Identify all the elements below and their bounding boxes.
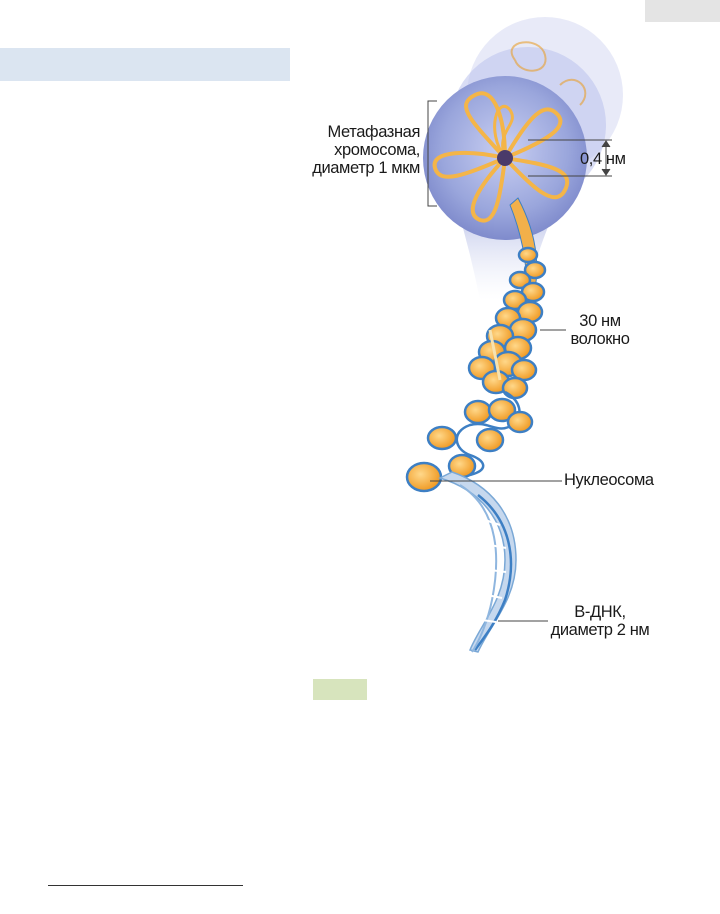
width-measure-marker (528, 139, 612, 177)
chromatin-loops (432, 91, 569, 223)
chromatin-packing-diagram (405, 17, 623, 653)
footnote-rule (48, 885, 243, 886)
page-tab (645, 0, 720, 22)
b-dna-label: B-ДНК, диаметр 2 нм (550, 603, 650, 639)
metaphase-chromosome-label: Метафазная хромосома, диаметр 1 мкм (312, 123, 420, 177)
section-header-band (0, 48, 290, 81)
figure-caption-tag (313, 679, 367, 700)
fiber-30nm-cluster (467, 246, 547, 400)
beads-on-string (405, 390, 534, 493)
chromosome-bracket (427, 100, 437, 207)
b-dna-helix (437, 471, 517, 653)
width-measure-label: 0,4 нм (580, 150, 626, 168)
nucleosome-highlight (405, 461, 443, 493)
fiber-30nm-label: 30 нм волокно (570, 312, 630, 348)
nucleosome-label: Нуклеосома (564, 471, 654, 489)
label-leader-lines (430, 329, 566, 622)
